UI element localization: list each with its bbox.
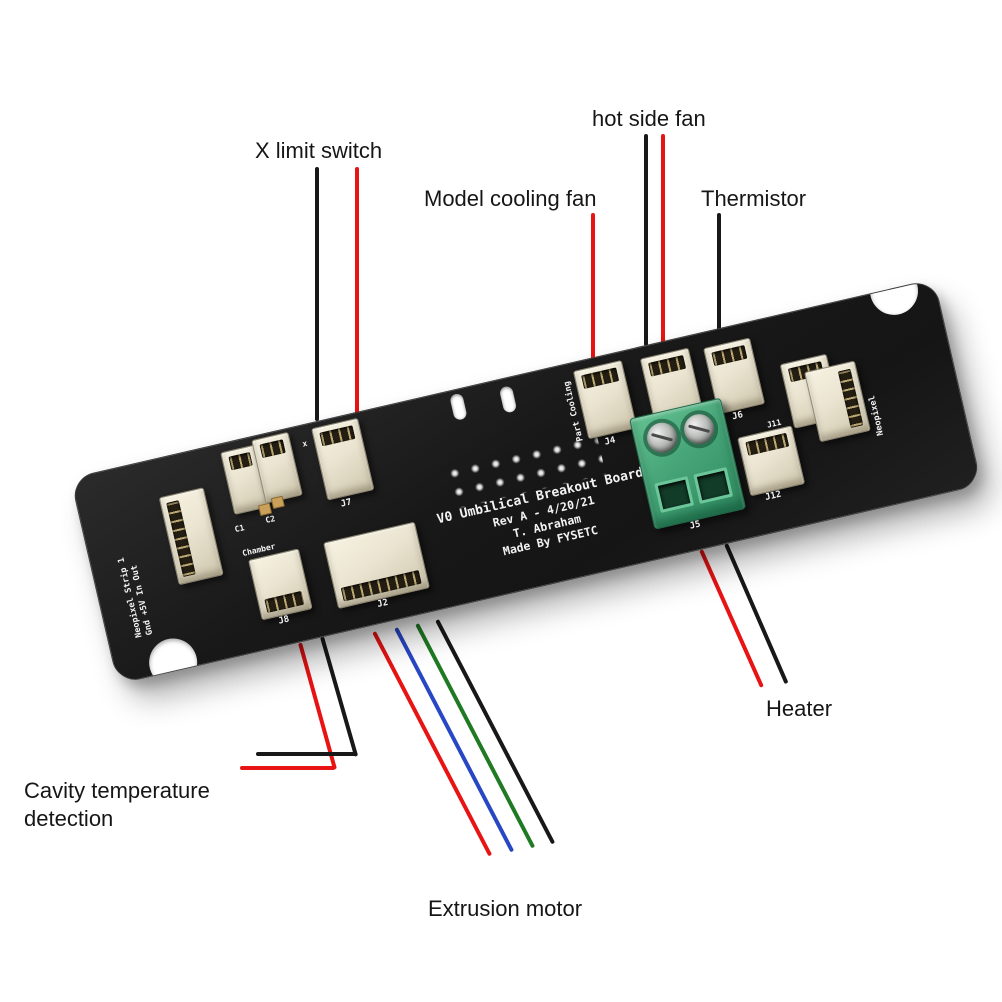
silkscreen-j7: J7 — [339, 497, 353, 510]
annotation-cavity-line2: detection — [24, 806, 114, 831]
connector-neopixel-strip — [158, 487, 224, 586]
terminal-screw-right — [681, 411, 718, 448]
silkscreen-neopixel-header: Neopixel Strip 1 Gnd +5V In Out — [116, 554, 156, 639]
wire-cavity-black-horizontal — [256, 752, 356, 756]
connector-j12 — [737, 425, 806, 497]
edge-notch-bottom-left — [144, 633, 202, 685]
silkscreen-j4: J4 — [603, 435, 617, 448]
wire-cavity-red-horizontal — [240, 766, 335, 770]
silkscreen-j6: J6 — [731, 410, 745, 423]
connector-j8 — [248, 548, 313, 621]
annotation-hot-side-fan: hot side fan — [592, 106, 706, 131]
annotation-cavity-line1: Cavity temperature — [24, 778, 210, 803]
silkscreen-text: Neopixel — [867, 394, 887, 437]
wire-x-limit-red — [355, 167, 359, 427]
silkscreen-j8: J8 — [277, 614, 291, 627]
wire-extrusion-black — [435, 619, 556, 845]
wire-hot-side-red — [661, 134, 665, 352]
connector-slot — [711, 344, 748, 367]
connector-j7 — [311, 417, 375, 501]
annotation-model-cooling-fan: Model cooling fan — [424, 186, 597, 211]
wire-thermistor-black — [717, 213, 721, 336]
solder-pad-c2 — [270, 495, 285, 510]
wire-model-cooling-red — [591, 213, 595, 368]
terminal-opening-right — [693, 467, 734, 504]
terminal-screw-left — [644, 419, 681, 456]
annotation-heater: Heater — [766, 696, 833, 721]
connector-slot — [259, 439, 286, 459]
wire-heater-red — [699, 549, 764, 688]
silkscreen-neopixel-out: Neopixel — [867, 394, 887, 436]
annotation-extrusion-motor: Extrusion motor — [428, 896, 583, 921]
connector-slot — [264, 590, 305, 614]
silkscreen-c2: C2 — [264, 514, 277, 525]
wire-hot-side-black — [644, 134, 648, 346]
breakout-board: Neopixel Strip 1 Gnd +5V In Out x J7 C1 … — [70, 278, 982, 685]
mounting-slot-1 — [449, 392, 468, 421]
edge-notch-top-right — [865, 278, 923, 320]
connector-slot — [647, 354, 687, 377]
connector-slot — [166, 500, 196, 578]
annotation-x-limit-switch: X limit switch — [255, 138, 383, 163]
connector-slot — [581, 367, 620, 390]
connector-slot — [745, 432, 790, 456]
connector-j2 — [323, 521, 430, 609]
connector-slot — [228, 451, 253, 471]
connector-slot — [340, 569, 422, 602]
silkscreen-x-axis: x — [301, 438, 309, 449]
mounting-slot-2 — [498, 385, 518, 414]
wire-extrusion-red — [372, 631, 493, 857]
silkscreen-j12: J12 — [764, 489, 783, 503]
silkscreen-j2: J2 — [376, 597, 390, 610]
wire-heater-black — [724, 543, 789, 685]
wire-extrusion-green — [415, 623, 536, 849]
connector-slot — [837, 368, 864, 429]
connector-slot — [319, 425, 356, 447]
terminal-opening-left — [654, 476, 695, 513]
wire-x-limit-black — [315, 167, 319, 421]
silkscreen-j5: J5 — [688, 519, 702, 532]
annotation-thermistor: Thermistor — [701, 186, 807, 211]
connector-neopixel-out — [804, 360, 871, 443]
silkscreen-c1: C1 — [233, 523, 246, 535]
